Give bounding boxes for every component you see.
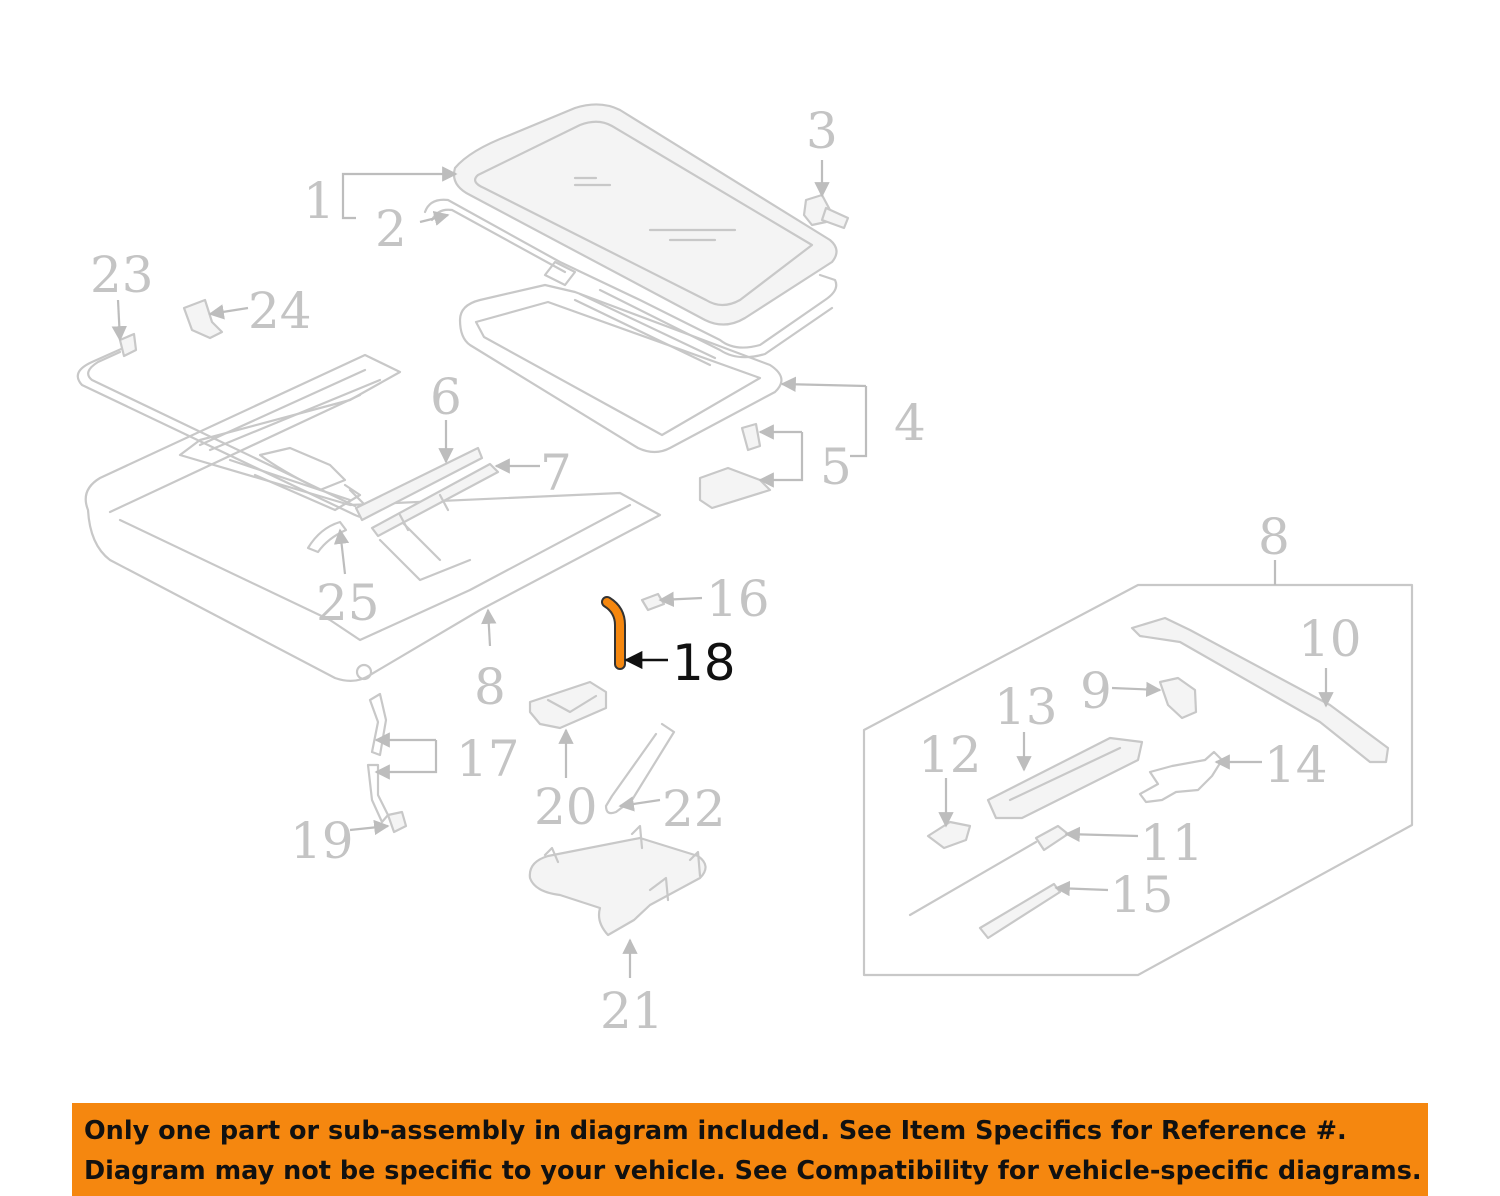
drive-gear xyxy=(1158,676,1198,720)
callout-15: 15 xyxy=(1110,866,1174,924)
callout-2: 2 xyxy=(375,200,407,258)
callout-13: 13 xyxy=(994,678,1058,736)
cushion-pad xyxy=(640,592,666,612)
drive-track xyxy=(1130,616,1390,764)
guide-strip xyxy=(978,882,1062,940)
callout-23: 23 xyxy=(90,246,154,304)
callout-6: 6 xyxy=(430,368,462,426)
callout-17: 17 xyxy=(456,730,520,788)
disclaimer-banner: Only one part or sub-assembly in diagram… xyxy=(72,1103,1428,1196)
callout-11: 11 xyxy=(1140,814,1204,872)
clip-set xyxy=(698,422,772,510)
callout-22: 22 xyxy=(662,780,726,838)
trim-cover xyxy=(528,824,707,937)
callout-20: 20 xyxy=(534,778,598,836)
callout-1: 1 xyxy=(303,172,335,230)
motor-bracket xyxy=(986,736,1144,820)
callout-8-subassembly: 8 xyxy=(1258,508,1290,566)
callout-14: 14 xyxy=(1264,736,1328,794)
callout-5: 5 xyxy=(820,438,852,496)
callout-labels: 1 2 3 4 5 6 7 8 8 9 10 11 12 13 14 15 16… xyxy=(90,102,1362,1040)
highlighted-part-18 xyxy=(601,596,626,670)
callout-10: 10 xyxy=(1298,610,1362,668)
bolt xyxy=(802,193,850,230)
callout-12: 12 xyxy=(918,726,982,784)
callout-19: 19 xyxy=(290,812,354,870)
sub-assembly-box xyxy=(862,560,1414,977)
callout-18: 18 xyxy=(672,634,736,692)
bracket xyxy=(182,298,224,340)
leader-lines xyxy=(111,160,1334,978)
link-arm xyxy=(1138,750,1224,804)
callout-25: 25 xyxy=(316,574,380,632)
callout-24: 24 xyxy=(248,282,312,340)
callout-8-housing: 8 xyxy=(474,658,506,716)
sunroof-motor xyxy=(528,680,608,730)
callout-4: 4 xyxy=(894,394,926,452)
glass-panel xyxy=(452,103,838,326)
callout-9: 9 xyxy=(1080,662,1112,720)
callout-3: 3 xyxy=(806,102,838,160)
sunroof-housing xyxy=(84,353,662,682)
drain-hose-front xyxy=(76,332,368,519)
disclaimer-line-1: Only one part or sub-assembly in diagram… xyxy=(84,1116,1347,1146)
stop-block xyxy=(926,820,972,850)
callout-16: 16 xyxy=(706,570,770,628)
sunroof-guide-frame xyxy=(458,283,783,454)
callout-7: 7 xyxy=(540,444,572,502)
disclaimer-line-2: Diagram may not be specific to your vehi… xyxy=(84,1156,1422,1186)
guide-rail xyxy=(354,446,500,538)
callout-21: 21 xyxy=(600,982,664,1040)
drain-hose-side xyxy=(366,692,408,834)
